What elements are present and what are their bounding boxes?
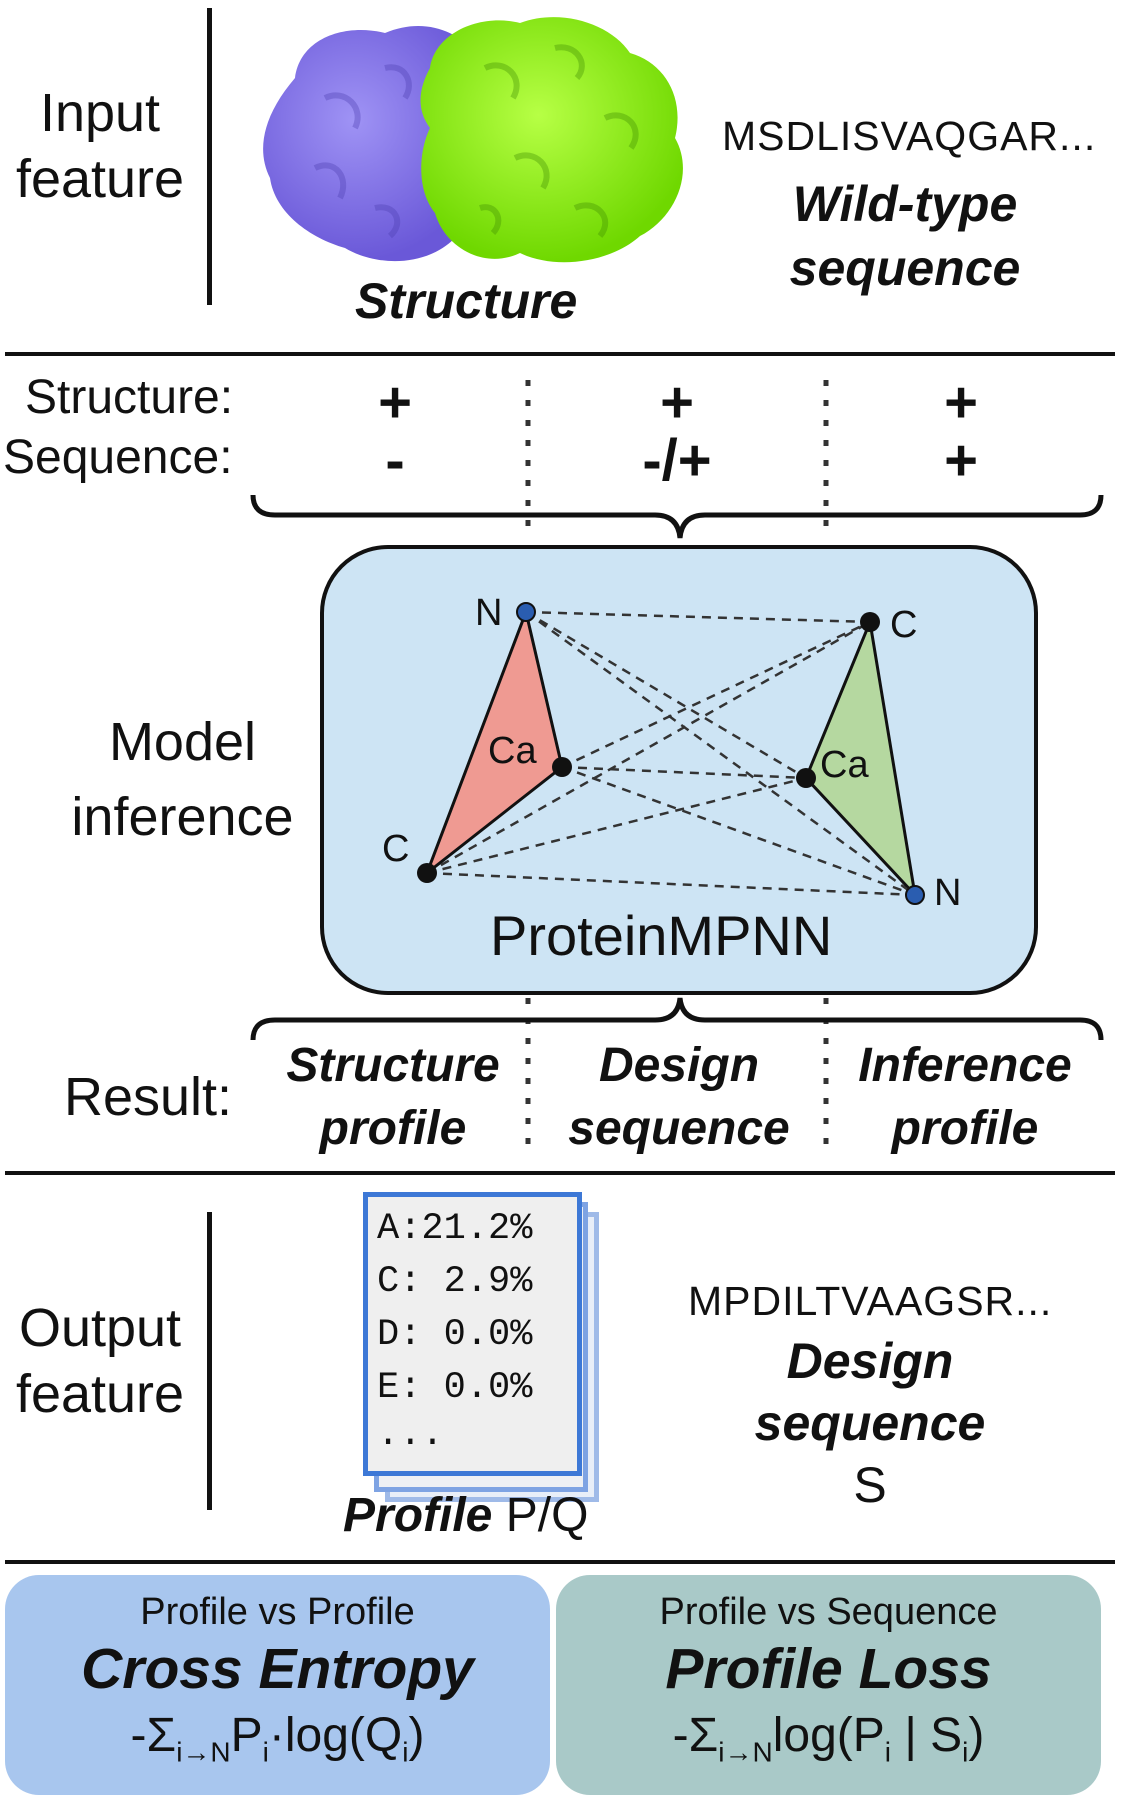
green-chain bbox=[420, 17, 683, 263]
ce-f-sub1: i→N bbox=[176, 1736, 231, 1768]
right-triangle bbox=[804, 616, 918, 900]
model-label-line1: Model bbox=[108, 712, 257, 772]
ca-left-label: Ca bbox=[488, 730, 537, 772]
profile-row-e: E: 0.0% bbox=[377, 1367, 533, 1409]
backbone-graph: N Ca C C Ca N bbox=[382, 592, 961, 914]
profile-card: A:21.2% C: 2.9% D: 0.0% E: 0.0% ... bbox=[363, 1192, 582, 1476]
ce-f-prefix: -Σ bbox=[130, 1709, 177, 1762]
sequence-flag-1: - bbox=[385, 428, 405, 493]
profile-loss-title: Profile Loss bbox=[665, 1637, 992, 1701]
result-3-line2: profile bbox=[891, 1102, 1039, 1155]
protein-structure-image bbox=[263, 17, 683, 263]
input-label-line1: Input bbox=[39, 83, 161, 143]
pl-f-mid2: | S bbox=[891, 1709, 963, 1762]
profile-row-d: D: 0.0% bbox=[377, 1314, 533, 1356]
divider-input bbox=[5, 352, 1115, 356]
divider-result bbox=[5, 1171, 1115, 1175]
pl-f-sub2: i bbox=[884, 1736, 892, 1768]
design-caption: Design sequence S bbox=[730, 1330, 1010, 1516]
result-inference-profile: Inference profile bbox=[836, 1034, 1094, 1160]
output-divider bbox=[207, 1212, 212, 1510]
model-name: ProteinMPNN bbox=[490, 904, 833, 967]
c-atom-right bbox=[860, 612, 880, 632]
c-right-label: C bbox=[890, 604, 917, 646]
n-left-label: N bbox=[475, 592, 502, 634]
sequence-row-label: Sequence: bbox=[3, 431, 233, 484]
ce-f-mid2: ·log(Q bbox=[268, 1709, 403, 1762]
output-feature-label: Output feature bbox=[0, 1295, 200, 1427]
result-1-line2: profile bbox=[319, 1102, 467, 1155]
ce-f-sub2: i bbox=[262, 1736, 269, 1768]
profile-row-c: C: 2.9% bbox=[377, 1261, 533, 1303]
result-design-sequence: Design sequence bbox=[540, 1034, 818, 1160]
ca-atom-right bbox=[796, 768, 816, 788]
wildtype-sequence: MSDLISVAQGAR... bbox=[722, 113, 1097, 159]
wildtype-caption-line1: Wild-type bbox=[792, 176, 1018, 232]
profile-row-more: ... bbox=[377, 1414, 444, 1456]
profile-loss-subtitle: Profile vs Sequence bbox=[659, 1591, 998, 1633]
result-structure-profile: Structure profile bbox=[262, 1034, 524, 1160]
column-separators bbox=[250, 380, 1104, 1155]
structure-flag-2: + bbox=[660, 370, 694, 435]
cross-entropy-title: Cross Entropy bbox=[81, 1637, 474, 1701]
structure-caption: Structure bbox=[355, 273, 578, 329]
ce-f-end: ) bbox=[408, 1709, 425, 1762]
left-triangle bbox=[423, 606, 564, 878]
design-caption-line1: Design bbox=[786, 1333, 954, 1389]
input-feature-label: Input feature bbox=[0, 80, 200, 212]
profile-row-a: A:21.2% bbox=[377, 1208, 533, 1250]
cross-entropy-box: Profile vs Profile Cross Entropy -Σi→NPi… bbox=[5, 1575, 550, 1795]
result-2-line2: sequence bbox=[568, 1102, 790, 1155]
pl-f-end: ) bbox=[968, 1709, 985, 1762]
wildtype-caption: Wild-type sequence bbox=[740, 172, 1070, 300]
result-label: Result: bbox=[64, 1067, 233, 1127]
design-caption-line3: S bbox=[853, 1457, 887, 1513]
sequence-flag-3: + bbox=[944, 428, 978, 493]
pl-f-prefix: -Σ bbox=[672, 1709, 719, 1762]
divider-output bbox=[5, 1560, 1115, 1564]
result-1-line1: Structure bbox=[286, 1039, 500, 1092]
pl-f-sub1: i→N bbox=[718, 1736, 773, 1768]
c-left-label: C bbox=[382, 828, 409, 870]
n-atom-right bbox=[905, 885, 925, 905]
n-right-label: N bbox=[934, 872, 961, 914]
profile-loss-formula: -Σi→Nlog(Pi | Si) bbox=[556, 1708, 1101, 1769]
structure-flag-1: + bbox=[378, 370, 412, 435]
profile-caption-plain: P/Q bbox=[505, 1489, 589, 1542]
output-label-line1: Output bbox=[18, 1298, 182, 1358]
result-brace bbox=[250, 997, 1104, 1041]
model-label-line2: inference bbox=[71, 787, 294, 847]
sequence-flag-2: -/+ bbox=[642, 428, 712, 493]
profile-caption-italic: Profile bbox=[343, 1489, 493, 1542]
input-label-line2: feature bbox=[15, 149, 185, 209]
proteinmpnn-panel bbox=[320, 545, 1038, 995]
ca-atom-left bbox=[552, 757, 572, 777]
design-sequence: MPDILTVAAGSR... bbox=[688, 1278, 1053, 1324]
cross-entropy-formula: -Σi→NPi·log(Qi) bbox=[5, 1708, 550, 1769]
pl-f-mid: log(P bbox=[772, 1709, 885, 1762]
pl-f-sub3: i bbox=[962, 1736, 969, 1768]
structure-flag-3: + bbox=[944, 370, 978, 435]
result-3-line1: Inference bbox=[858, 1039, 1072, 1092]
input-brace bbox=[250, 494, 1104, 539]
cross-entropy-subtitle: Profile vs Profile bbox=[140, 1591, 415, 1633]
design-caption-line2: sequence bbox=[754, 1395, 986, 1451]
result-2-line1: Design bbox=[598, 1039, 760, 1092]
output-label-line2: feature bbox=[15, 1364, 185, 1424]
input-divider bbox=[207, 8, 212, 305]
structure-row-label: Structure: bbox=[25, 371, 234, 424]
n-atom-left bbox=[516, 602, 536, 622]
wildtype-caption-line2: sequence bbox=[789, 240, 1021, 296]
profile-caption: Profile P/Q bbox=[343, 1488, 588, 1543]
ce-f-mid: P bbox=[230, 1709, 263, 1762]
c-atom-left bbox=[417, 863, 437, 883]
ce-f-sub3: i bbox=[402, 1736, 409, 1768]
profile-loss-box: Profile vs Sequence Profile Loss -Σi→Nlo… bbox=[556, 1575, 1101, 1795]
model-inference-label: Model inference bbox=[45, 705, 320, 855]
ca-right-label: Ca bbox=[820, 744, 869, 786]
